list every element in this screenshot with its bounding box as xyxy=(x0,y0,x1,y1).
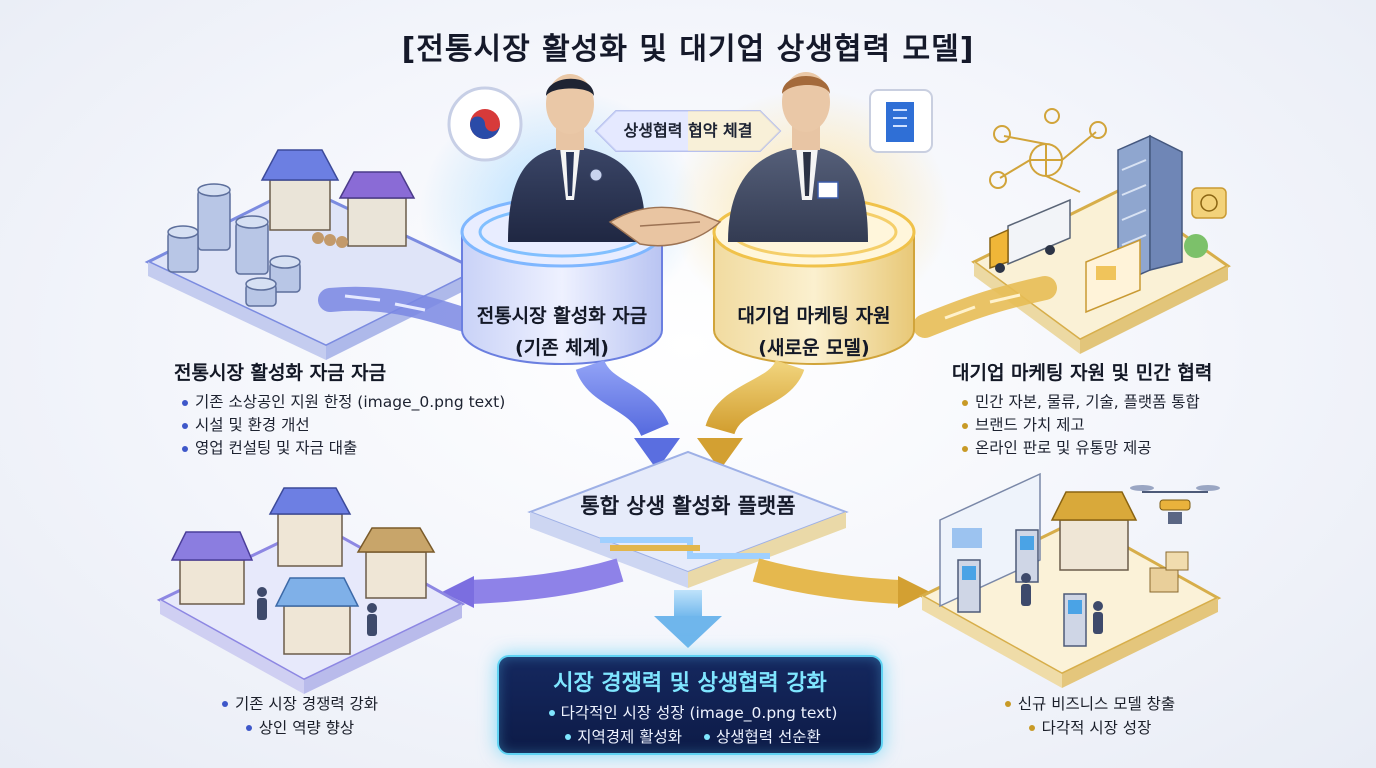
right-panel-title: 대기업 마케팅 자원 및 민간 협력 xyxy=(952,362,1213,384)
online-store-icon xyxy=(1085,238,1141,314)
left-panel-item: 시설 및 환경 개선 xyxy=(180,414,505,437)
package-boxes-icon xyxy=(1149,551,1189,593)
right-panel: 대기업 마케팅 자원 및 민간 협력 민간 자본, 물류, 기술, 플랫폼 통합… xyxy=(952,358,1212,460)
bottom-right-list: 신규 비즈니스 모델 창출 다각적 시장 성장 xyxy=(960,692,1220,740)
page-title: [전통시장 활성화 및 대기업 상생협력 모델] xyxy=(401,32,975,67)
left-panel-item: 영업 컨설팅 및 자금 대출 xyxy=(180,437,505,460)
handshake-icon xyxy=(608,206,722,247)
bullet-icon xyxy=(565,733,572,740)
government-seal-icon xyxy=(447,86,523,162)
bottom-left-list: 기존 시장 경쟁력 강화 상인 역량 향상 xyxy=(180,692,420,740)
right-cylinder-line1: 대기업 마케팅 자원 xyxy=(737,305,891,327)
office-building-icon xyxy=(1117,134,1183,286)
bottom-left-item: 상인 역량 향상 xyxy=(180,716,420,740)
building-logo-icon xyxy=(869,89,933,153)
flow-arrow-left-top xyxy=(318,286,477,332)
corporate-platform-top-right xyxy=(971,108,1231,354)
result-line-1: 다각적인 시장 성장 (image_0.png text) xyxy=(499,701,881,723)
delivery-truck-icon xyxy=(989,198,1071,273)
customer-figure-icon xyxy=(1021,573,1103,634)
corporate-executive-figure xyxy=(728,72,868,242)
result-title: 시장 경쟁력 및 상생협력 강화 xyxy=(553,671,827,696)
result-box: 시장 경쟁력 및 상생협력 강화 다각적인 시장 성장 (image_0.png… xyxy=(497,655,883,755)
left-panel: 전통시장 활성화 자금 자금 기존 소상공인 지원 한정 (image_0.pn… xyxy=(174,358,505,460)
left-cylinder-line2: (기존 체계) xyxy=(515,337,609,359)
kiosk-icon xyxy=(957,529,1087,647)
bottom-right-item: 다각적 시장 성장 xyxy=(960,716,1220,740)
left-panel-list: 기존 소상공인 지원 한정 (image_0.png text) 시설 및 환경… xyxy=(180,391,505,460)
right-panel-item: 민간 자본, 물류, 기술, 플랫폼 통합 xyxy=(960,391,1212,414)
flow-arrow-down-result xyxy=(654,590,722,648)
coin-stack-icon xyxy=(167,183,301,307)
left-panel-title: 전통시장 활성화 자금 자금 xyxy=(174,362,387,384)
market-stall-icon xyxy=(260,149,416,248)
agreement-badge: 상생협력 협약 체결 xyxy=(623,121,753,140)
blue-down-arrow xyxy=(575,358,680,470)
left-cylinder-line1: 전통시장 활성화 자금 xyxy=(476,305,648,327)
merchant-figure-icon xyxy=(257,587,377,636)
platform-label: 통합 상생 활성화 플랫폼 xyxy=(580,494,796,518)
integrated-platform-shape xyxy=(527,450,849,588)
agreement-badge-shape xyxy=(594,110,782,152)
market-stall-icon xyxy=(170,487,436,655)
right-cylinder-label: 대기업 마케팅 자원 (새로운 모델) xyxy=(709,300,919,364)
business-platform-bottom-right xyxy=(918,472,1222,688)
result-item: 다각적인 시장 성장 (image_0.png text) xyxy=(560,704,838,722)
government-official-figure xyxy=(508,74,644,242)
network-icon xyxy=(989,108,1107,193)
bullet-icon xyxy=(548,709,555,716)
tree-icon xyxy=(1184,234,1208,258)
left-panel-item: 기존 소상공인 지원 한정 (image_0.png text) xyxy=(180,391,505,414)
result-line-2: 지역경제 활성화 상생협력 선순환 xyxy=(499,725,881,747)
result-item: 지역경제 활성화 xyxy=(577,728,682,746)
globe-chat-icon xyxy=(1191,187,1227,219)
flow-arrow-bottom-left xyxy=(442,558,624,608)
right-panel-item: 온라인 판로 및 유통망 제공 xyxy=(960,437,1212,460)
flow-arrow-bottom-right xyxy=(752,558,930,608)
bullet-icon xyxy=(704,733,710,740)
left-cylinder-label: 전통시장 활성화 자금 (기존 체계) xyxy=(457,300,667,364)
flow-arrow-right-top xyxy=(913,276,1057,338)
market-platform-bottom-left xyxy=(156,487,466,694)
market-stall-icon xyxy=(1050,491,1138,571)
bottom-left-item: 기존 시장 경쟁력 강화 xyxy=(180,692,420,716)
right-panel-list: 민간 자본, 물류, 기술, 플랫폼 통합 브랜드 가치 제고 온라인 판로 및… xyxy=(960,391,1212,460)
drone-icon xyxy=(1130,485,1220,524)
bottom-right-item: 신규 비즈니스 모델 창출 xyxy=(960,692,1220,716)
right-cylinder-line2: (새로운 모델) xyxy=(758,337,870,359)
result-item: 상생협력 선순환 xyxy=(716,728,821,746)
right-panel-item: 브랜드 가치 제고 xyxy=(960,414,1212,437)
gold-down-arrow xyxy=(697,358,805,470)
